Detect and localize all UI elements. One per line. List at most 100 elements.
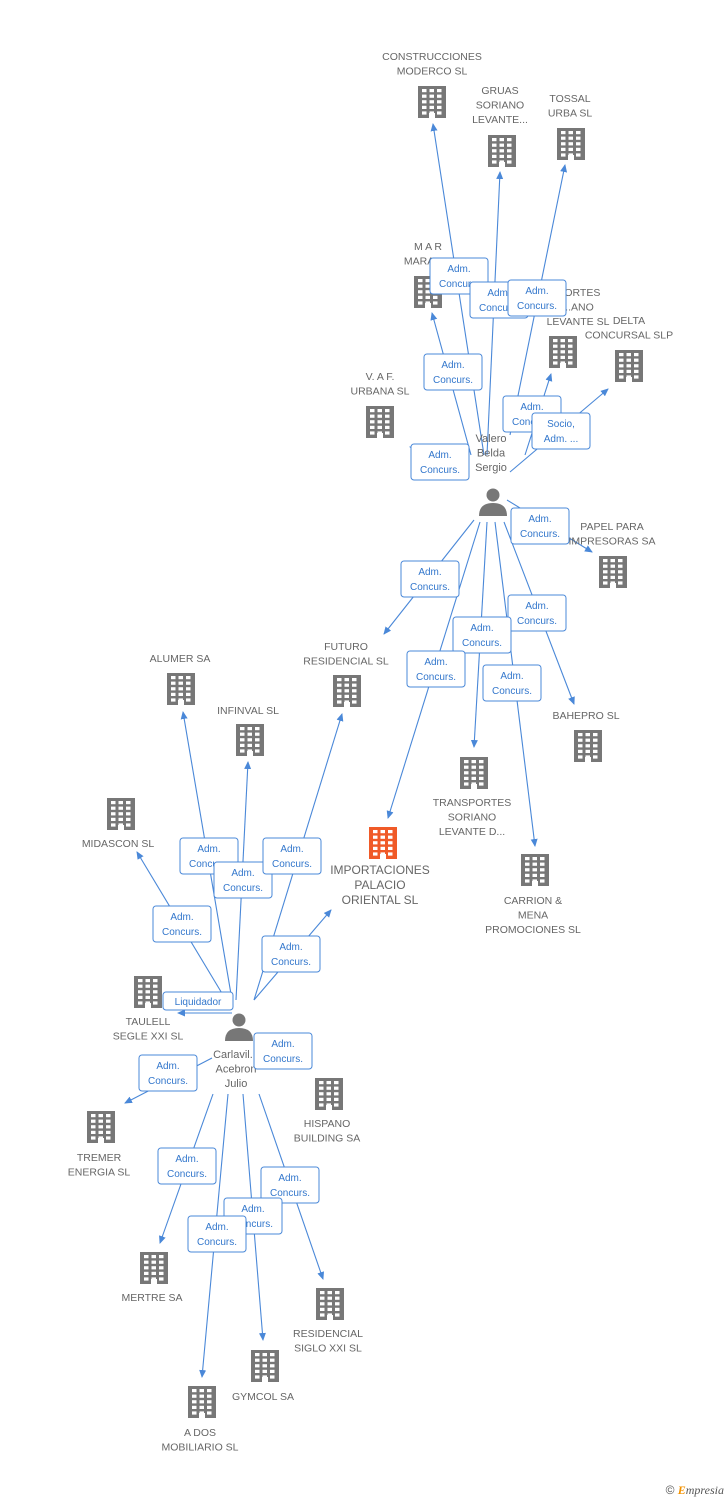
edge-role-text: Adm. <box>279 942 302 953</box>
edge-label-valero-mar[interactable]: Adm.Concurs. <box>423 353 483 391</box>
edge-role-text: Concurs. <box>167 1169 207 1180</box>
node-midascon[interactable]: MIDASCON SL <box>82 798 155 850</box>
edge-role-text: Concurs. <box>233 1219 273 1230</box>
edge-label-carlavilla-taulell[interactable]: Liquidador <box>162 991 234 1011</box>
edge-label-carlavilla-infinval[interactable]: Adm.Concurs. <box>213 861 273 899</box>
node-vaf[interactable]: V. A F. URBANA SL <box>351 371 410 438</box>
node-label-vaf: URBANA SL <box>351 386 410 398</box>
node-gymcol[interactable]: GYMCOL SA <box>232 1350 294 1403</box>
node-label-hispano: BUILDING SA <box>294 1133 361 1145</box>
edge-role-text: Concurs. <box>271 957 311 968</box>
edge-label-valero-importaciones[interactable]: Adm.Concurs. <box>406 650 466 688</box>
building-icon <box>236 724 264 756</box>
node-bahepro[interactable]: BAHEPRO SL <box>552 710 620 762</box>
footer-brand: © Empresia <box>666 1483 724 1498</box>
edge-label-carlavilla-futuro[interactable]: Adm.Concurs. <box>262 837 322 875</box>
building-icon <box>134 976 162 1008</box>
edge-label-carlavilla-midascon[interactable]: Adm.Concurs. <box>152 905 212 943</box>
node-label-importaciones: ORIENTAL SL <box>342 893 419 907</box>
edge-label-valero-vaf[interactable]: Adm.Concurs. <box>410 443 470 481</box>
edge-role-text: Concurs. <box>517 616 557 627</box>
node-label-papel: PAPEL PARA <box>580 521 643 533</box>
edge-role-text: Concurs. <box>479 303 519 314</box>
building-icon <box>167 673 195 705</box>
edge-role-text: Adm. ... <box>544 434 578 445</box>
node-label-infinval: INFINVAL SL <box>217 705 279 717</box>
edge-role-text: Adm. <box>280 844 303 855</box>
node-label-futuro: RESIDENCIAL SL <box>303 656 389 668</box>
node-label-transportes_top: ...ANO <box>562 302 594 314</box>
node-label-vaf: V. A F. <box>366 371 395 383</box>
node-label-transportes: LEVANTE D... <box>439 826 505 838</box>
building-icon <box>333 675 361 707</box>
edge-role-text: Concurs. <box>517 301 557 312</box>
edge-label-carlavilla-tremer[interactable]: Adm.Concurs. <box>138 1054 198 1092</box>
edge-role-text: Concurs. <box>263 1054 303 1065</box>
node-label-valero: Valero <box>476 433 507 445</box>
edge-label-valero-bahepro[interactable]: Adm. Concurs. <box>507 594 567 632</box>
brand-logo: Empresia <box>677 1483 724 1497</box>
edge-label-valero-carrion[interactable]: Adm. Concurs. <box>482 664 542 702</box>
edge-role-text: Concurs. <box>270 1188 310 1199</box>
edge-label-carlavilla-importaciones[interactable]: Adm. Concurs. <box>261 935 321 973</box>
edge-role-text: Adm. <box>156 1061 179 1072</box>
edge-role-text: Concurs. <box>462 638 502 649</box>
building-icon <box>574 730 602 762</box>
edge-label-carlavilla-mertre[interactable]: Adm.Concurs. <box>157 1147 217 1185</box>
edge-label-valero-delta[interactable]: Socio, Adm. ... <box>531 412 591 450</box>
edge-role-text: Adm. <box>487 288 510 299</box>
node-label-carrion: MENA <box>518 910 548 922</box>
node-label-gruas: LEVANTE... <box>472 114 528 126</box>
edge-role-text: Socio, <box>547 419 575 430</box>
node-label-taulell: SEGLE XXI SL <box>113 1031 184 1043</box>
building-icon <box>460 757 488 789</box>
building-icon <box>140 1252 168 1284</box>
edge-label-carlavilla-hispano[interactable]: Adm. Concurs. <box>253 1032 313 1070</box>
edge-label-valero-papel[interactable]: Adm.Concurs. <box>510 507 570 545</box>
edge-label-carlavilla-ados[interactable]: Adm.Concurs. <box>187 1215 247 1253</box>
node-alumer[interactable]: ALUMER SA <box>150 653 211 705</box>
edge-label-valero-tossal[interactable]: Adm.Concurs. <box>507 279 567 317</box>
node-gruas[interactable]: GRUASSORIANOLEVANTE... <box>472 85 528 167</box>
edge-role-text: Adm. <box>520 402 543 413</box>
edge-role-text: Adm. <box>500 671 523 682</box>
edge-role-text: Adm. <box>278 1173 301 1184</box>
building-icon <box>188 1386 216 1418</box>
node-label-alumer: ALUMER SA <box>150 653 211 665</box>
node-label-construcciones: MODERCO SL <box>397 66 468 78</box>
node-mertre[interactable]: MERTRE SA <box>121 1252 183 1304</box>
edge-role-text: Adm. <box>470 623 493 634</box>
edge-role-text: Concurs. <box>492 686 532 697</box>
edge-role-text: Concurs. <box>197 1237 237 1248</box>
building-icon <box>316 1288 344 1320</box>
edge-role-text: Adm. <box>418 567 441 578</box>
edge-role-text: Adm. <box>424 657 447 668</box>
edge-role-text: Liquidador <box>175 997 222 1008</box>
edge-role-text: Adm. <box>271 1039 294 1050</box>
node-infinval[interactable]: INFINVAL SL <box>217 705 279 756</box>
copyright-icon: © <box>665 1483 675 1497</box>
building-icon <box>107 798 135 830</box>
edge-label-valero-transportes[interactable]: Adm. Concurs. <box>452 616 512 654</box>
node-label-carrion: CARRION & <box>504 895 562 907</box>
edge-label-carlavilla-residencial[interactable]: Adm. Concurs. <box>260 1166 320 1204</box>
edge-label-valero-futuro[interactable]: Adm.Concurs. <box>400 560 460 598</box>
edge-role-text: Adm. <box>525 601 548 612</box>
